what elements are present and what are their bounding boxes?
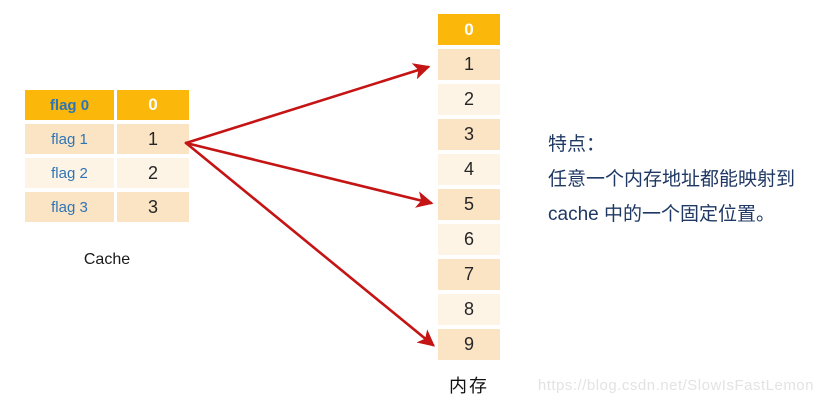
cache-row: flag 2 2	[25, 158, 189, 188]
annotation-line: 任意一个内存地址都能映射到	[548, 169, 796, 190]
memory-cell: 8	[438, 294, 500, 325]
cache-value-cell: 0	[117, 90, 189, 120]
memory-cell: 5	[438, 189, 500, 220]
memory-label: 内存	[449, 376, 489, 396]
memory-cell: 2	[438, 84, 500, 115]
memory-cell: 6	[438, 224, 500, 255]
cache-row: flag 1 1	[25, 124, 189, 154]
arrow-to-memory-1	[184, 63, 431, 145]
cache-flag-cell: flag 0	[25, 90, 114, 120]
watermark: https://blog.csdn.net/SlowIsFastLemon	[537, 377, 814, 394]
cache-label: Cache	[83, 251, 131, 268]
annotation-block: 特点： 任意一个内存地址都能映射到 cache 中的一个固定位置。	[548, 127, 816, 232]
memory-cell: 4	[438, 154, 500, 185]
cache-header-row: flag 0 0	[25, 90, 189, 120]
cache-value-cell: 1	[117, 124, 189, 154]
cache-value-cell: 2	[117, 158, 189, 188]
cache-value-cell: 3	[117, 192, 189, 222]
cache-row: flag 3 3	[25, 192, 189, 222]
annotation-line: cache 中的一个固定位置。	[548, 204, 775, 225]
memory-cell: 9	[438, 329, 500, 360]
memory-column: 0 1 2 3 4 5 6 7 8 9	[438, 14, 500, 360]
memory-cell: 3	[438, 119, 500, 150]
memory-cell: 7	[438, 259, 500, 290]
memory-cell: 1	[438, 49, 500, 80]
cache-flag-cell: flag 1	[25, 124, 114, 154]
cache-table: flag 0 0 flag 1 1 flag 2 2 flag 3 3	[25, 90, 189, 226]
annotation-title: 特点：	[548, 134, 606, 155]
memory-cell: 0	[438, 14, 500, 45]
arrow-to-memory-5	[184, 141, 434, 208]
cache-flag-cell: flag 3	[25, 192, 114, 222]
cache-flag-cell: flag 2	[25, 158, 114, 188]
arrow-to-memory-9	[184, 141, 435, 347]
